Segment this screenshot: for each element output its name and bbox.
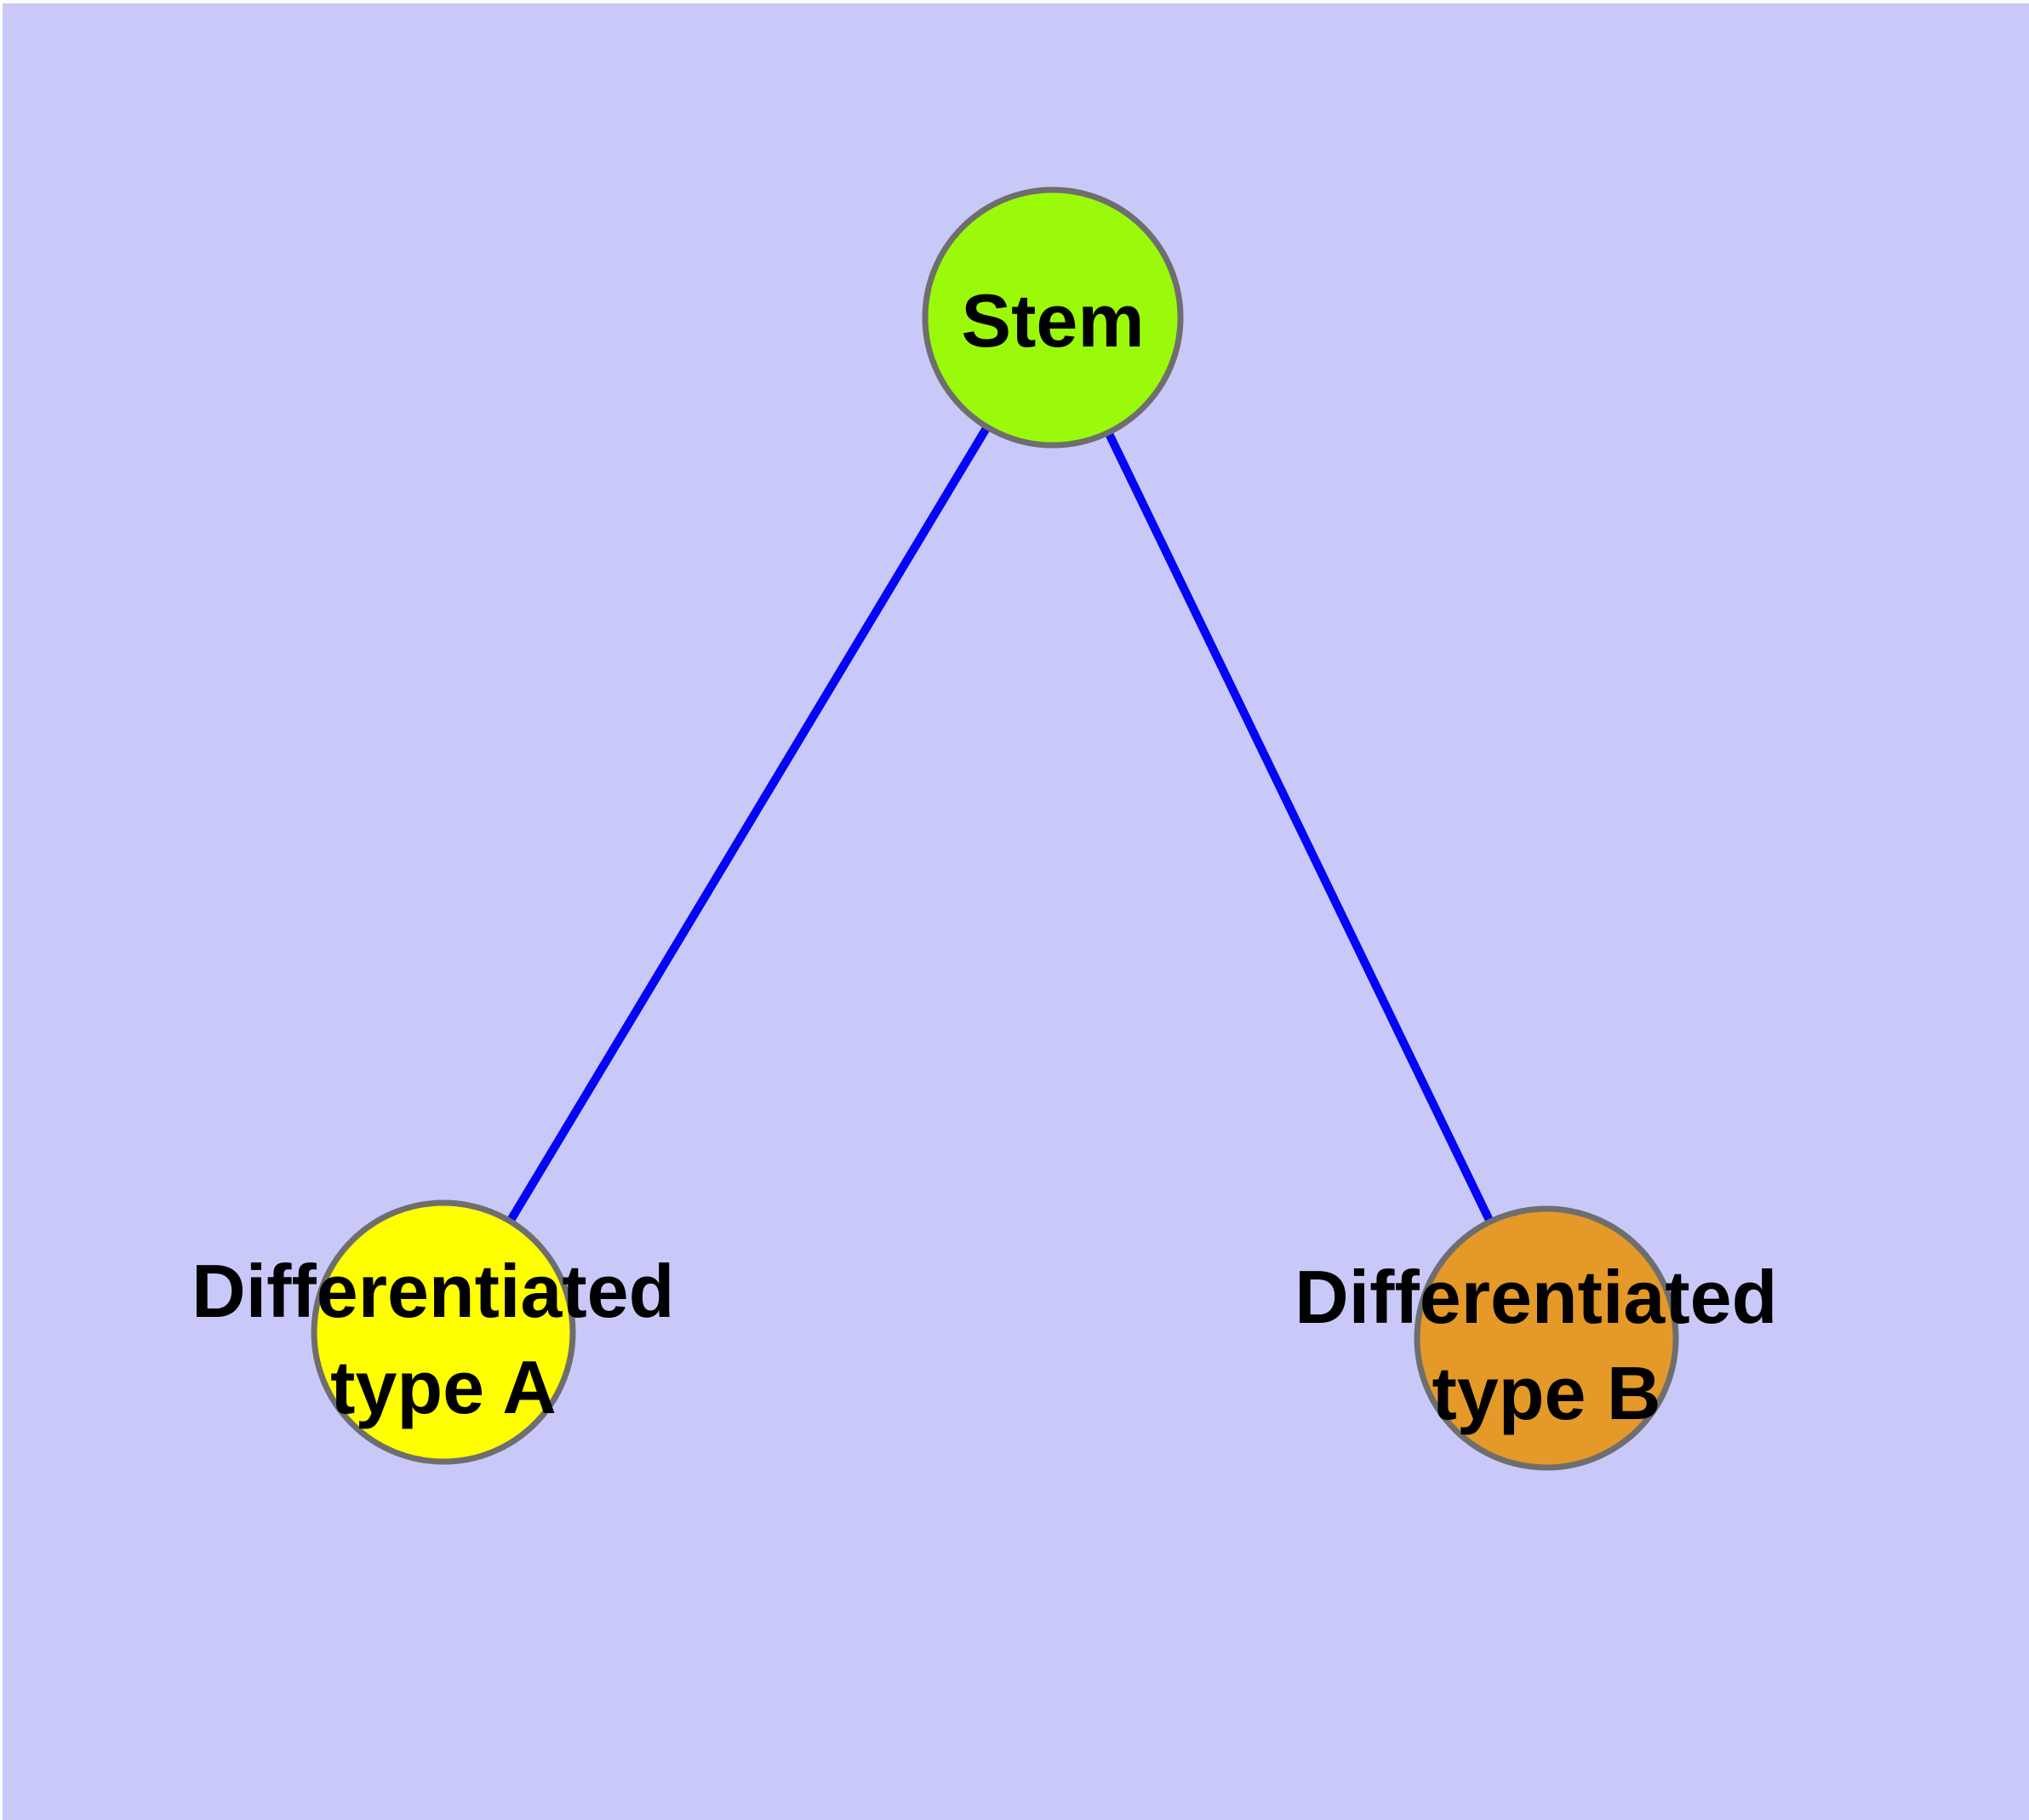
node-type-a-label-line2: type A [330,1345,557,1429]
node-differentiated-type-a [311,1199,576,1465]
node-type-a-label: Differentiated type A [191,1249,695,1429]
node-type-b-label-line2: type B [1432,1351,1661,1435]
edge-stem-to-type-b [1049,315,1551,1341]
node-stem-label: Stem [961,278,1144,363]
edge-stem-to-type-a [439,315,1057,1335]
node-type-a-label-line1: Differentiated [191,1249,674,1333]
node-type-b-label-line1: Differentiated [1295,1255,1777,1339]
node-differentiated-type-b [1414,1205,1679,1471]
node-type-b-label: Differentiated type B [1295,1255,1798,1435]
node-stem [922,186,1184,449]
